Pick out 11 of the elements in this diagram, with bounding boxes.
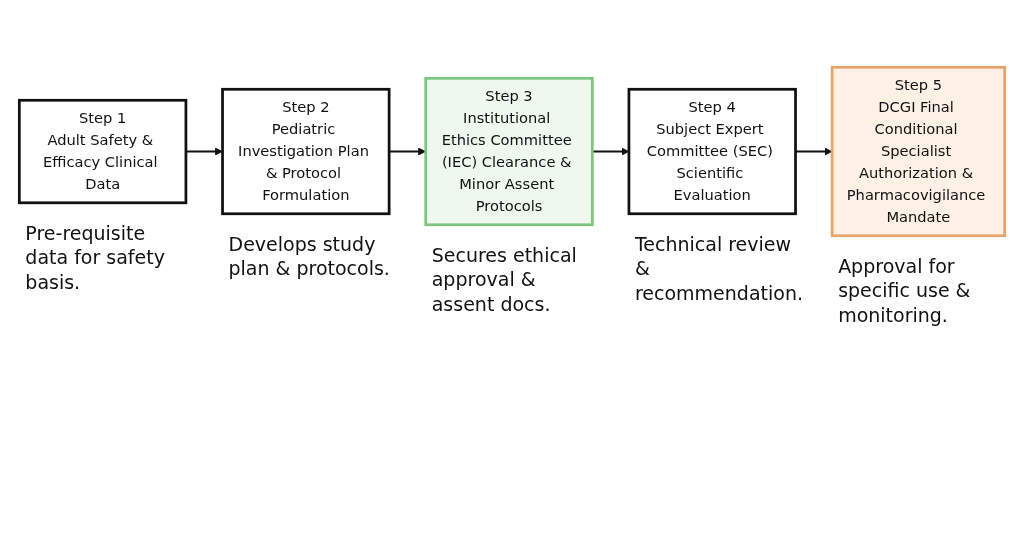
node-box: Step 4 Subject Expert Committee (SEC) Scientific Evaluation bbox=[627, 87, 797, 216]
step-note: Approval for specific use & monitoring. bbox=[838, 253, 972, 328]
step-note: Secures ethical approval & assent docs. bbox=[431, 242, 578, 317]
node-box: Step 3 Institutional Ethics Committee (IEC) Clearance & Minor Assent Protocols bbox=[424, 76, 594, 227]
step-note: Develops study plan & protocols. bbox=[228, 231, 391, 282]
step-note: Technical review & recommendation. bbox=[634, 231, 802, 306]
node-box: Step 5 DCGI Final Conditional Specialist Authorization & Pharmacovigilance Mandate bbox=[830, 65, 1007, 238]
node-box: Step 2 Pediatric Investigation Plan & Protocol Formulation bbox=[221, 87, 391, 216]
node-box: Step 1 Adult Safety & Efficacy Clinical Data bbox=[17, 98, 188, 205]
step-note: Pre-requisite data for safety basis. bbox=[25, 220, 166, 295]
arrow bbox=[185, 147, 223, 156]
